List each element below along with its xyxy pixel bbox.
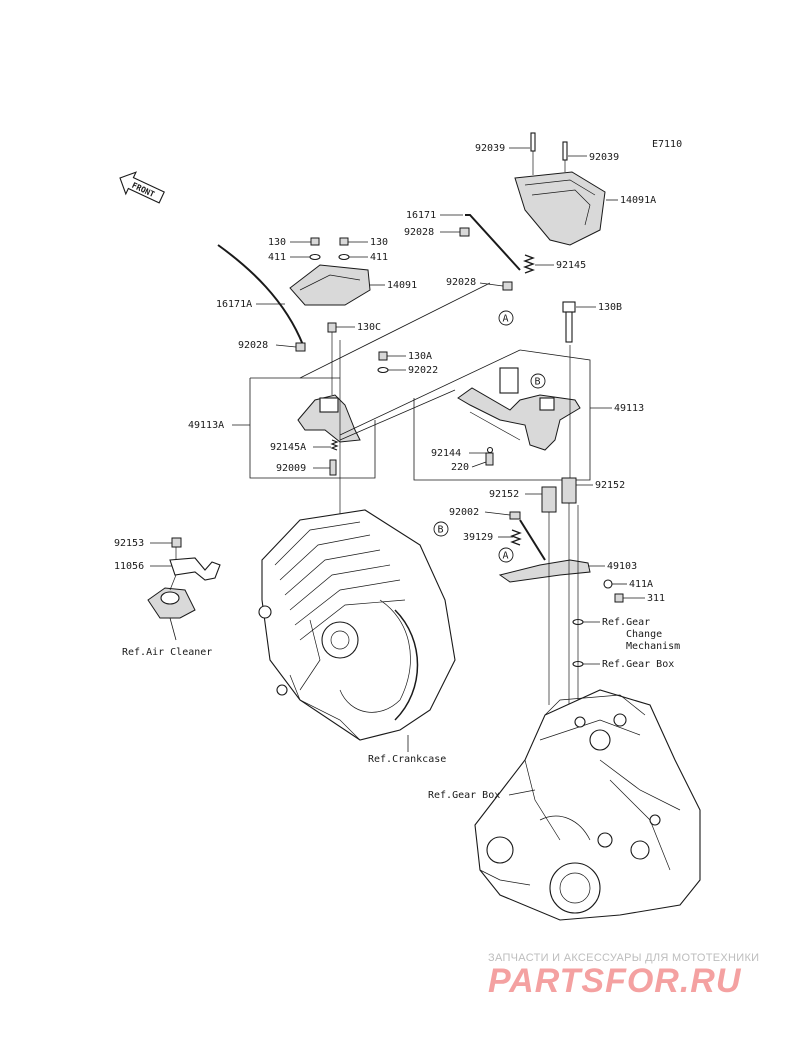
bolt-92002 xyxy=(509,511,521,520)
cover-14091 xyxy=(289,264,371,306)
part-label: 49113A xyxy=(188,420,224,431)
part-label: 92153 xyxy=(114,538,144,549)
part-label: 92152 xyxy=(489,489,519,500)
ref-crankcase: Ref.Crankcase xyxy=(368,754,446,765)
diagram-code: E7110 xyxy=(652,139,683,150)
svg-text:A: A xyxy=(503,314,509,325)
ref-gear-change-line2: Change xyxy=(626,629,662,640)
washer-411b xyxy=(338,253,350,261)
part-label: 92145 xyxy=(556,260,586,271)
spring-39129 xyxy=(510,529,522,546)
bolt-220 xyxy=(485,452,494,466)
leader-lines xyxy=(150,147,645,796)
crankcase xyxy=(258,509,456,741)
part-label: 39129 xyxy=(463,532,493,543)
ref-air-cleaner: Ref.Air Cleaner xyxy=(122,647,212,658)
part-label: 130 xyxy=(370,237,388,248)
washer-411a xyxy=(309,253,321,261)
part-label: 14091 xyxy=(387,280,417,291)
callout-a1: A xyxy=(498,310,514,326)
part-label: 49103 xyxy=(607,561,637,572)
rod-16171 xyxy=(465,214,521,271)
part-label: 130A xyxy=(408,351,432,362)
bolt-130b xyxy=(339,237,349,246)
front-arrow: FRONT xyxy=(119,171,165,204)
gear-box xyxy=(474,689,701,921)
bracket-49113 xyxy=(457,367,581,451)
bracket-box-right xyxy=(413,349,591,481)
clip-92028b xyxy=(502,281,513,291)
part-label: 411A xyxy=(629,579,653,590)
bracket-box-left xyxy=(249,378,376,479)
cable-16171A xyxy=(217,244,304,346)
part-label: 130B xyxy=(598,302,622,313)
part-label: 92039 xyxy=(589,152,619,163)
part-label: 411 xyxy=(370,252,388,263)
watermark-brand: PARTSFOR.RU xyxy=(488,962,742,1000)
part-label: 14091A xyxy=(620,195,656,206)
clip-92028c xyxy=(295,342,306,352)
part-label: 92145A xyxy=(270,442,306,453)
spring-92145A xyxy=(330,439,339,451)
bolt-130a xyxy=(310,237,320,246)
pin-92144 xyxy=(486,446,494,454)
part-label: 92028 xyxy=(446,277,476,288)
svg-text:B: B xyxy=(438,525,444,536)
callout-b2: B xyxy=(433,521,449,537)
air-cleaner-bracket xyxy=(147,537,221,619)
part-label: 411 xyxy=(268,252,286,263)
part-label: 130 xyxy=(268,237,286,248)
callout-b1: B xyxy=(530,373,546,389)
part-label: 16171A xyxy=(216,299,252,310)
collar-92152b xyxy=(561,477,577,504)
bolt-130C xyxy=(327,322,337,333)
part-label: 92009 xyxy=(276,463,306,474)
nut-311 xyxy=(614,593,624,603)
svg-text:B: B xyxy=(535,377,541,388)
watermark-tagline: ЗАПЧАСТИ И АКСЕССУАРЫ ДЛЯ МОТОТЕХНИКИ xyxy=(488,952,760,964)
cover-14091A xyxy=(514,132,606,246)
part-label: 49113 xyxy=(614,403,644,414)
ref-gear-change-line3: Mechanism xyxy=(626,641,680,652)
part-label: 92144 xyxy=(431,448,461,459)
washer-411A xyxy=(603,579,613,589)
lever-49103 xyxy=(498,519,591,583)
collar-92152a xyxy=(541,486,557,513)
part-labels: 92039 92039 14091A 16171 92028 92145 920… xyxy=(114,143,665,604)
part-label: 92152 xyxy=(595,480,625,491)
ref-gear-change-line1: Ref.Gear xyxy=(602,617,650,628)
part-label: 92028 xyxy=(404,227,434,238)
part-label: 92028 xyxy=(238,340,268,351)
part-label: 130C xyxy=(357,322,381,333)
ref-gear-box-left: Ref.Gear Box xyxy=(428,790,500,801)
ref-gear-box-right: Ref.Gear Box xyxy=(602,659,674,670)
part-label: 311 xyxy=(647,593,665,604)
spring-92145 xyxy=(523,254,535,274)
part-label: 92039 xyxy=(475,143,505,154)
bolt-130A xyxy=(378,351,388,361)
part-label: 220 xyxy=(451,462,469,473)
part-label: 92002 xyxy=(449,507,479,518)
bolt-130B xyxy=(562,301,576,343)
bracket-49113A xyxy=(297,394,361,443)
bolt-92009 xyxy=(329,459,337,476)
callout-a2: A xyxy=(498,547,514,563)
washer-92022 xyxy=(377,366,389,374)
clip-92028a xyxy=(459,227,470,237)
part-label: 92022 xyxy=(408,365,438,376)
svg-text:A: A xyxy=(503,551,509,562)
part-label: 11056 xyxy=(114,561,144,572)
part-label: 16171 xyxy=(406,210,436,221)
